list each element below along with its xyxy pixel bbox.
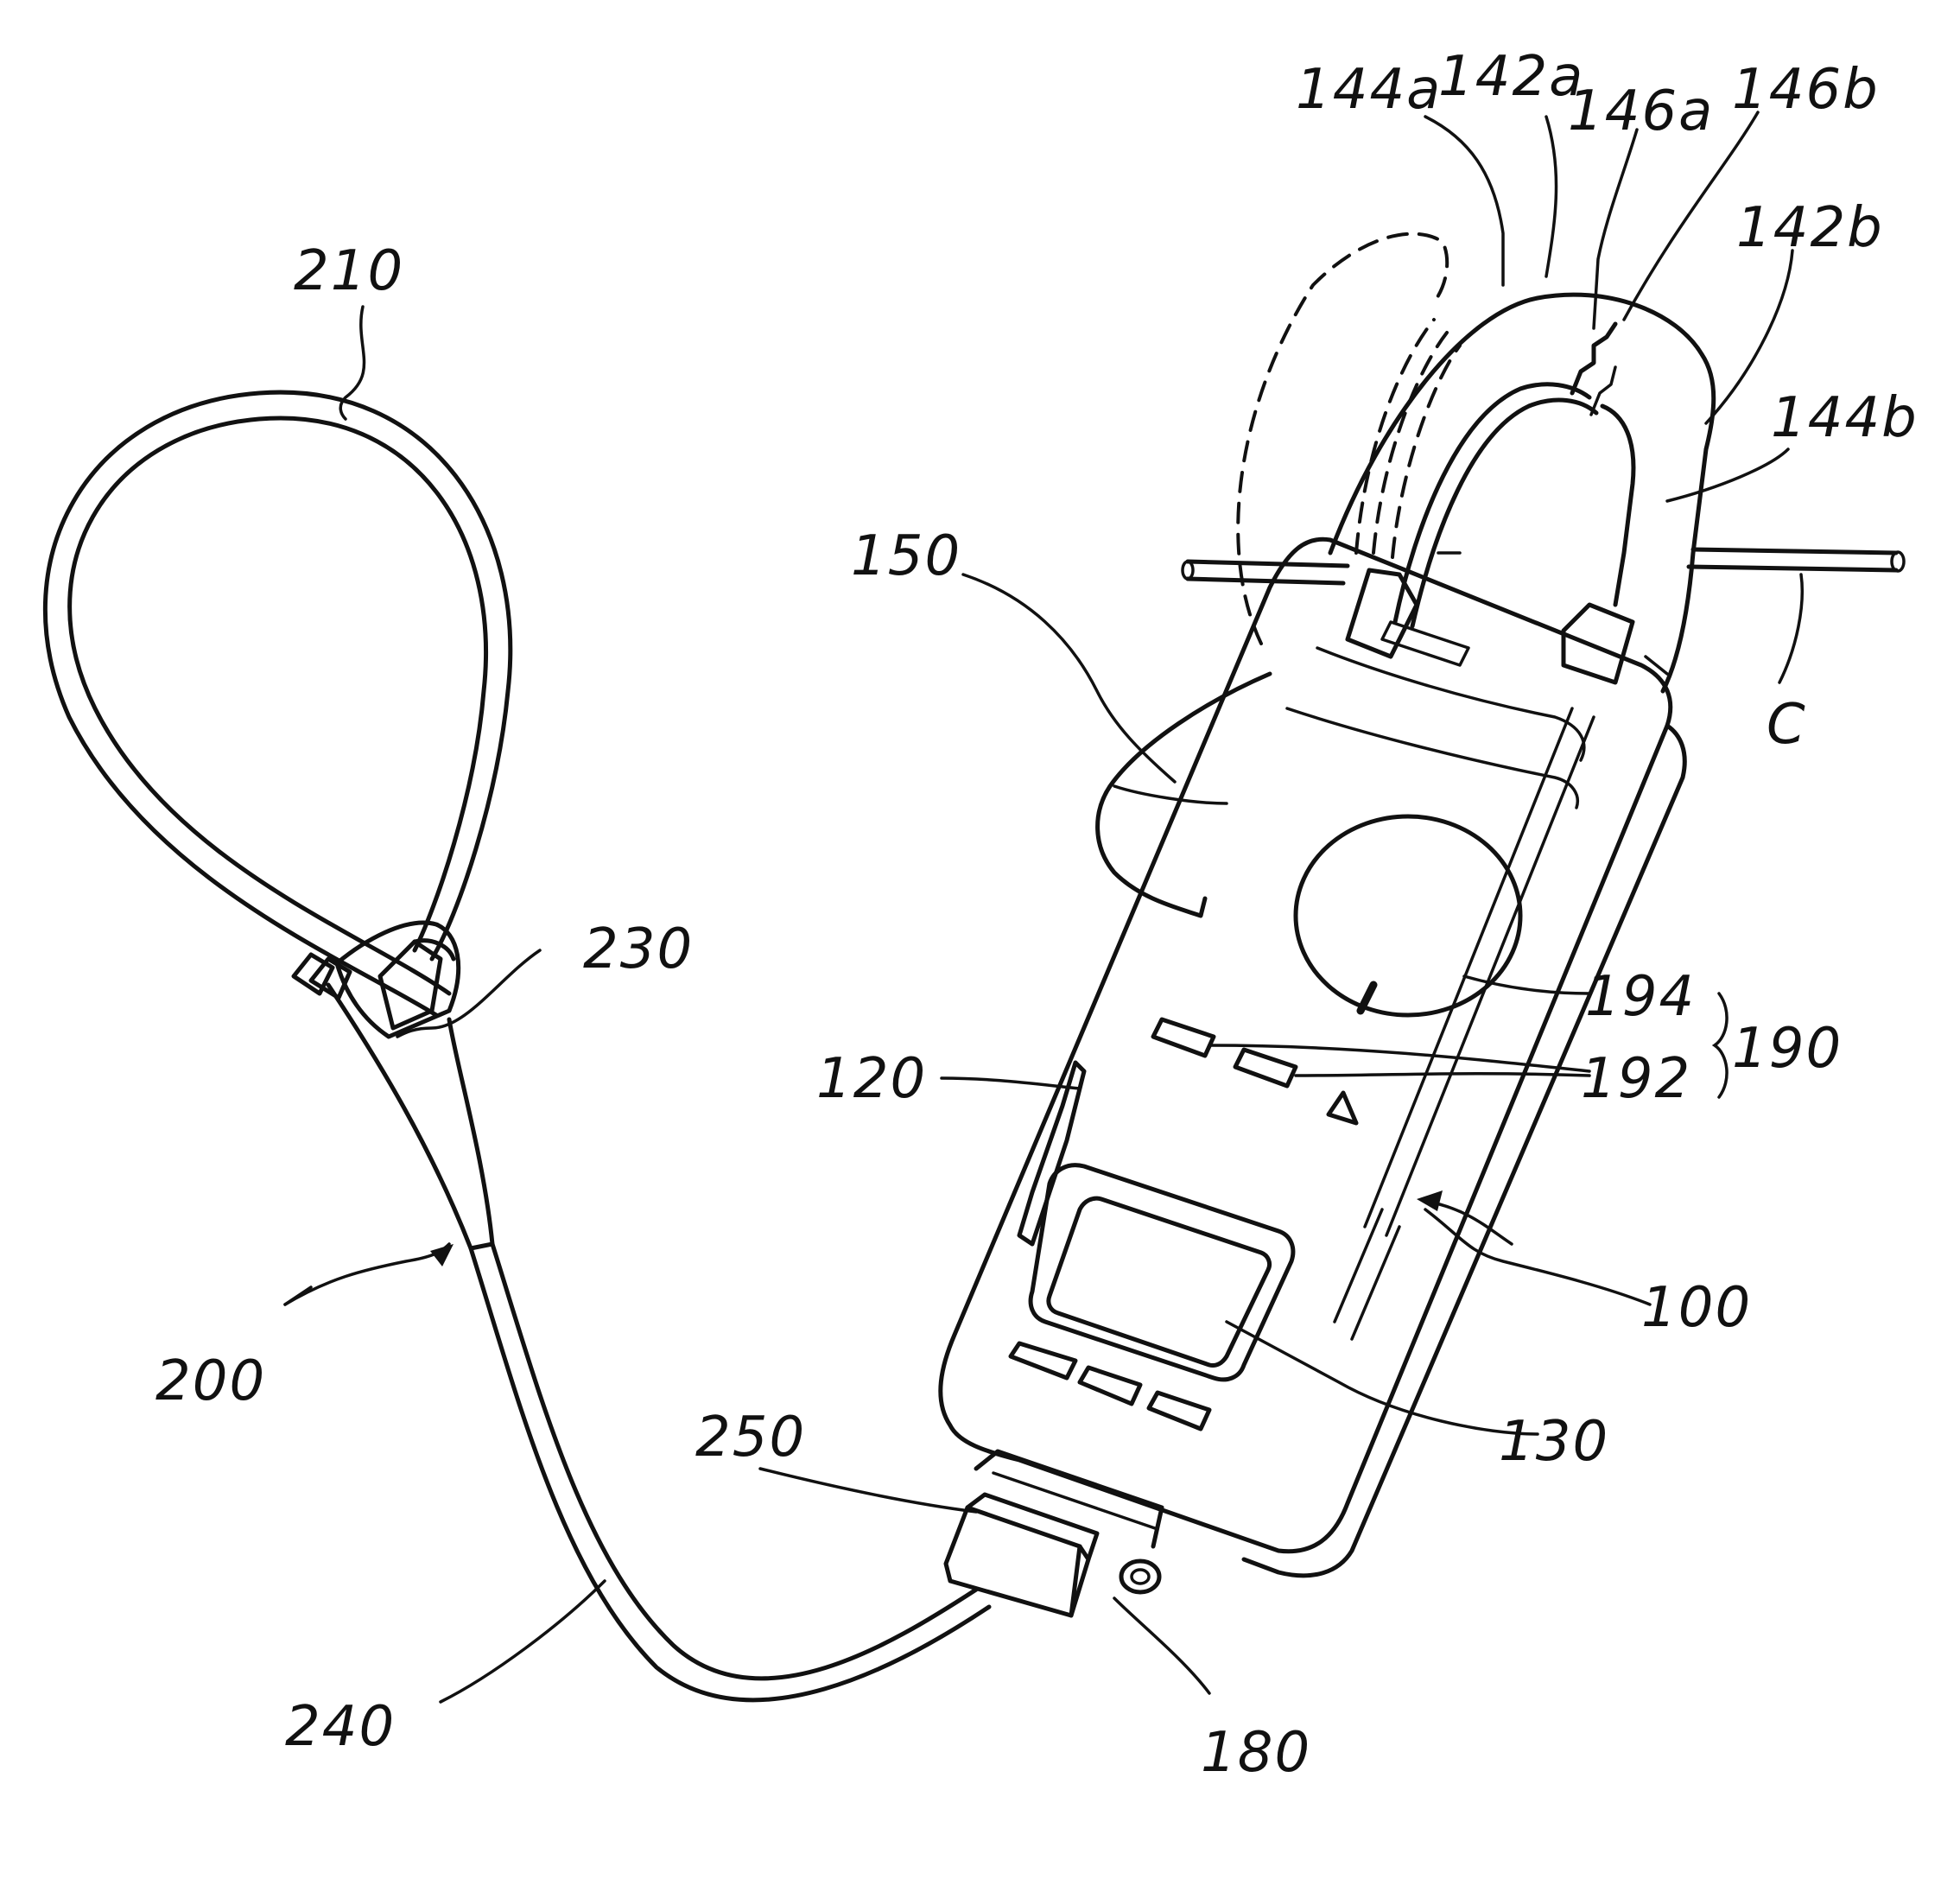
label-250: 250 [695, 1406, 806, 1470]
jaw-open-phantom [1236, 232, 1462, 645]
label-c: C [1767, 693, 1807, 757]
arrow-100 [1417, 1190, 1513, 1246]
conductor [1181, 547, 1906, 586]
label-210: 210 [294, 239, 404, 303]
flexible-loop-coil [42, 390, 513, 1018]
clamp-jaws [1285, 292, 1716, 809]
label-142a: 142a [1438, 45, 1584, 109]
lcd-display [1028, 1163, 1296, 1382]
probe-connector-head [291, 920, 461, 1039]
label-200: 200 [155, 1349, 266, 1413]
label-150: 150 [851, 524, 961, 588]
label-144a: 144a [1296, 58, 1442, 122]
leader-lines [283, 111, 1805, 1704]
probe-cable [326, 982, 992, 1703]
rotary-dial [1293, 814, 1523, 1018]
label-180: 180 [1201, 1721, 1311, 1785]
label-146b: 146b [1732, 58, 1880, 122]
lower-buttons [1008, 1341, 1212, 1431]
probe-plug [943, 1492, 1162, 1618]
arrow-200 [283, 1244, 454, 1306]
label-100: 100 [1641, 1276, 1752, 1340]
label-194: 194 [1585, 965, 1696, 1029]
label-144b: 144b [1771, 386, 1919, 450]
jaw-trigger [1095, 671, 1272, 918]
label-240: 240 [285, 1695, 396, 1759]
function-buttons [1151, 1017, 1359, 1126]
label-142b: 142b [1736, 196, 1884, 260]
label-146a: 146a [1568, 79, 1714, 143]
label-190: 190 [1732, 1017, 1843, 1081]
label-230: 230 [583, 917, 694, 981]
reference-labels: 210 144a 142a 146a 146b 142b 144b 150 C … [155, 45, 1919, 1785]
label-120: 120 [816, 1047, 927, 1111]
label-192: 192 [1581, 1047, 1691, 1111]
label-130: 130 [1499, 1410, 1609, 1474]
